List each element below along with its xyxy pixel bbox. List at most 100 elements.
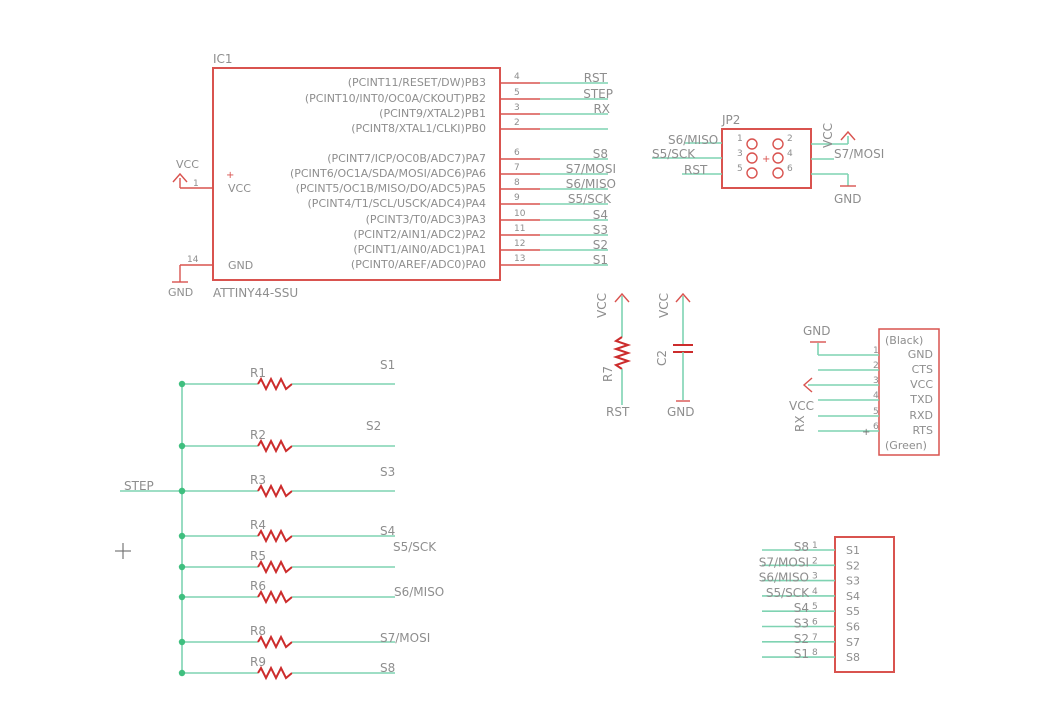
resistor-name: R9 [250,655,266,669]
ftdi-vcc-net: VCC [789,399,814,413]
ic1-name: IC1 [213,52,233,66]
ic1-pin-label: (PCINT9/XTAL2)PB1 [379,107,486,120]
crosshair-icon [115,543,131,559]
ic1-pin-num: 6 [514,148,520,158]
jp2-pin-num: 4 [787,149,793,159]
junction-dot [178,593,186,601]
jp2-gnd-net: GND [834,192,862,206]
ftdi-pin-label: VCC [910,378,933,391]
ftdi-pin-num: 4 [873,391,879,401]
r7-reset-pullup[interactable]: VCC R7 RST [595,292,632,419]
resistor-symbol [257,483,293,499]
header8-pin-label: S8 [846,651,860,664]
ftdi-header[interactable]: (Black) (Green) GND CTS VCC TXD RXD RTS … [789,324,940,456]
jp2-origin-marker: + [762,154,770,165]
ic1-pin-num: 8 [514,178,520,188]
jp2-isp-header[interactable]: JP2 + 1 2 3 4 5 6 S6/MISO S5/SCK RST VCC… [652,113,884,206]
header8-pin-num: 2 [812,556,818,566]
net-label: S5/SCK [568,192,612,206]
ftdi-pin-num: 6 [873,422,879,432]
header8-pin-num: 4 [812,587,818,597]
ftdi-pin-label: RXD [909,409,933,422]
ic1-pin-num: 3 [514,103,520,113]
ftdi-gnd-net: GND [803,324,831,338]
c2-gnd-net: GND [667,405,695,419]
resistor-name: R6 [250,579,266,593]
net-label: S8 [593,147,608,161]
header8-net-label: S5/SCK [766,586,810,600]
jp2-vcc-net: VCC [821,123,835,148]
ic1-pin-label: (PCINT6/OC1A/SDA/MOSI/ADC6)PA6 [290,167,486,180]
header8-pin-label: S4 [846,590,860,603]
ic1[interactable]: IC1 ATTINY44-SSU VCC 1 VCC + 14 GND GND … [168,52,616,300]
net-label: RX [593,102,610,116]
jp2-net-label: S6/MISO [668,133,718,147]
ic1-pin-num: 1 [193,179,199,189]
jp2-net-label: RST [684,163,708,177]
junction-dot [178,563,186,571]
ic1-pin-label: (PCINT3/T0/ADC3)PA3 [366,213,486,226]
resistor-row[interactable]: R9 S8 [178,655,395,681]
ftdi-pin-num: 1 [873,346,879,356]
header8-pin-num: 5 [812,602,818,612]
jp2-pin-num: 3 [737,149,743,159]
resistor-row[interactable]: R4 S4 [178,518,395,544]
junction-dot [178,442,186,450]
resistor-net-label: S2 [366,419,381,433]
ftdi-top-label: (Black) [885,334,923,347]
resistor-row[interactable]: R6 S6/MISO [178,579,444,605]
header8-net-label: S6/MISO [759,571,809,585]
header8-net-label: S8 [794,540,809,554]
net-label: S3 [593,223,608,237]
ftdi-bottom-label: (Green) [885,439,927,452]
header8-row: 4 S4 S5/SCK [762,586,860,603]
header8-pin-num: 8 [812,648,818,658]
ic1-pin-num: 14 [187,255,199,265]
ic1-pin-num: 9 [514,193,520,203]
ftdi-pin-label: RTS [912,424,933,437]
net-label: S7/MOSI [566,162,616,176]
ic1-vcc-net: VCC [176,158,199,171]
resistor-net-label: S7/MOSI [380,631,430,645]
r7-vcc-net: VCC [595,293,609,318]
ftdi-pin-label: GND [908,348,933,361]
jp2-net-label: S7/MOSI [834,147,884,161]
resistor-net-label: S8 [380,661,395,675]
resistor-row[interactable]: R2 S2 [178,419,395,454]
resistor-symbol [257,665,293,681]
c2-decoupling-cap[interactable]: VCC C2 GND [655,292,695,419]
resistor-name: R2 [250,428,266,442]
ftdi-origin-marker: + [862,427,870,438]
ic1-pin-label: (PCINT8/XTAL1/CLKI)PB0 [351,122,486,135]
header8-net-label: S4 [794,601,809,615]
jp2-pin-num: 5 [737,164,743,174]
net-label: S6/MISO [566,177,616,191]
header8-pin-label: S7 [846,636,860,649]
header8-pin-label: S1 [846,544,860,557]
ic1-pin-num: 13 [514,254,525,264]
junction-dot [178,380,186,388]
resistor-name: R4 [250,518,266,532]
resistor-net-label: S1 [380,358,395,372]
ic1-pin-num: 4 [514,72,520,82]
ic1-pin-num: 7 [514,163,520,173]
net-label: STEP [583,87,613,101]
ic1-pin-label: (PCINT0/AREF/ADC0)PA0 [351,258,486,271]
ic1-pin-label: (PCINT4/T1/SCL/USCK/ADC4)PA4 [308,197,486,210]
ic1-pin-label: (PCINT5/OC1B/MISO/DO/ADC5)PA5 [296,182,486,195]
resistor-net-label: S4 [380,524,395,538]
c2-vcc-net: VCC [657,293,671,318]
resistor-net-label: S6/MISO [394,585,444,599]
